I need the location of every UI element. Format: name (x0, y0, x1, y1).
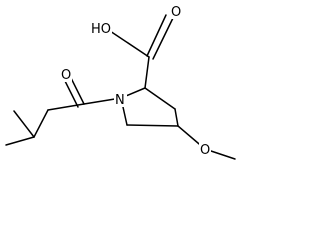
bond-acid-c-o-double-a (152, 17, 174, 60)
bond-ring-c2-carboxyl (144, 56, 150, 89)
ring-nitrogen-label: N (115, 93, 125, 108)
bond-ring-c4-c5 (126, 124, 179, 127)
bond-ch2-ch (33, 109, 49, 138)
methoxy-oxygen-label: O (200, 143, 210, 158)
bond-ch-ch3-lower (5, 136, 35, 146)
hydroxyl-label: HO (91, 22, 111, 37)
acid-carbonyl-oxygen-label: O (171, 5, 181, 20)
bond-amide-c-o-double-a (69, 75, 85, 105)
bond-acid-c-oh (106, 28, 150, 58)
bond-acid-c-o-double-b (146, 14, 167, 57)
bond-amide-c-ch2 (47, 103, 85, 111)
bond-ring-c2-c3 (144, 87, 176, 110)
bond-amide-c-o-double-b (63, 78, 79, 108)
bond-ch-ch3-upper (13, 110, 35, 138)
amide-oxygen-label: O (61, 68, 71, 83)
bond-ring-c3-c4 (174, 108, 179, 127)
bond-layer (5, 14, 236, 160)
atom-label-layer: HO O O N O (60, 3, 211, 158)
chemical-structure-diagram: HO O O N O (5, 3, 236, 160)
